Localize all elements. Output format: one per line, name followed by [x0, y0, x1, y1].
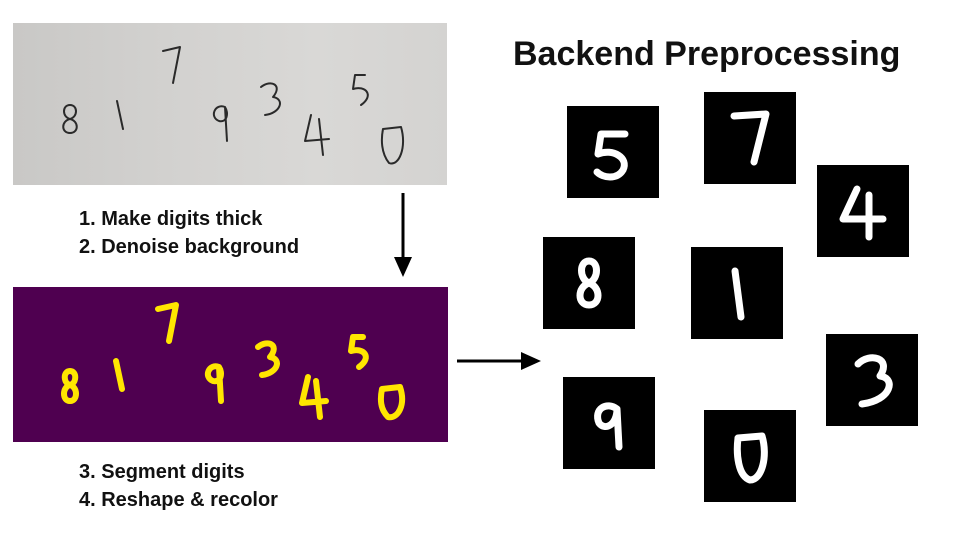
photo-digit-4 [304, 114, 330, 156]
steps-3-4: 3. Segment digits 4. Reshape & recolor [79, 458, 278, 514]
processed-digits [61, 302, 406, 421]
tile-0 [704, 410, 796, 502]
tile-digit-0 [733, 432, 768, 484]
step-4: 4. Reshape & recolor [79, 489, 278, 511]
photo-digit-5 [352, 74, 369, 106]
tile-4 [817, 165, 909, 257]
tile-digit-4 [839, 185, 887, 241]
tile-8 [543, 237, 635, 329]
photo-digits [62, 46, 405, 165]
tile-digit-1 [731, 267, 745, 321]
page-title: Backend Preprocessing [513, 35, 901, 73]
processed-digit-3 [255, 340, 280, 378]
down-arrow-icon [394, 193, 412, 277]
photo-digit-7 [162, 46, 181, 84]
tile-digit-8 [576, 257, 602, 309]
steps-1-2: 1. Make digits thick 2. Denoise backgrou… [79, 205, 299, 261]
tile-digit-3 [854, 354, 893, 408]
processed-digit-0 [377, 384, 406, 421]
processed-digit-8 [61, 368, 79, 404]
processed-digit-9 [204, 363, 224, 404]
tile-5 [567, 106, 659, 198]
tile-digit-9 [594, 402, 623, 451]
right-arrow-icon [457, 352, 541, 370]
tile-1 [691, 247, 783, 339]
photo-digit-1 [116, 100, 124, 130]
processed-image [13, 287, 448, 442]
step-2: 2. Denoise background [79, 236, 300, 258]
handwritten-photo [13, 23, 447, 185]
photo-digit-8 [62, 104, 78, 134]
processed-digit-4 [299, 374, 329, 420]
tile-9 [563, 377, 655, 469]
photo-digit-3 [260, 82, 281, 116]
step-1: 1. Make digits thick [79, 208, 263, 230]
tile-7 [704, 92, 796, 184]
photo-digit-9 [212, 105, 228, 142]
processed-digit-1 [113, 358, 125, 392]
tile-3 [826, 334, 918, 426]
step-3: 3. Segment digits [79, 461, 245, 483]
processed-digit-5 [348, 334, 369, 370]
photo-digit-0 [380, 126, 405, 165]
tile-digit-5 [593, 130, 629, 181]
tile-digit-7 [730, 110, 770, 166]
processed-digit-7 [155, 302, 179, 344]
